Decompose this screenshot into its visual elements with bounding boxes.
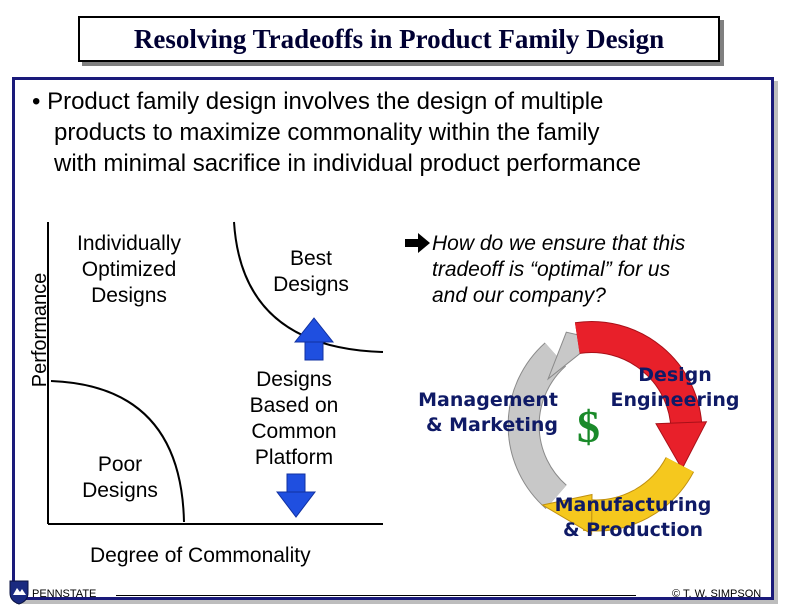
cycle-label-management: Management & Marketing [398, 388, 558, 438]
dollar-symbol: $ [577, 402, 600, 452]
pennstate-shield-icon [8, 579, 30, 605]
copyright-text: © T. W. SIMPSON [672, 588, 761, 600]
pennstate-logo-text: PENNSTATE [32, 588, 96, 600]
footer-rule [116, 595, 636, 596]
cycle-label-manufacturing: Manufacturing & Production [548, 493, 718, 543]
cycle-label-engineering: Design Engineering [598, 363, 752, 413]
